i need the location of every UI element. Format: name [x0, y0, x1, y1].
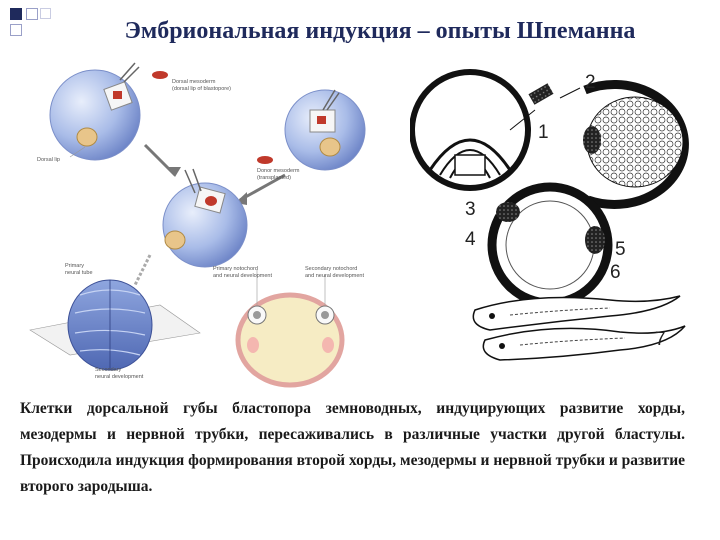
embryo-recipient-2 [162, 168, 248, 268]
figure-number-1: 1 [538, 122, 549, 143]
figure-number-3: 3 [465, 199, 476, 220]
label-secondary-notochord: Secondary notochord [305, 266, 357, 272]
label-neural-tube: neural tube [65, 270, 93, 276]
double-embryo [29, 279, 201, 371]
label-primary: Primary [65, 263, 84, 269]
tadpoles-drawing [472, 295, 686, 361]
label-neural-development: neural development [95, 374, 144, 380]
figure-number-7: 7 [655, 329, 666, 350]
graft-piece [528, 83, 554, 105]
embryo-recipient-1 [284, 89, 366, 171]
corner-square-1 [10, 8, 22, 20]
label-primary-notochord: Primary notochord [213, 266, 258, 272]
label-dorsal-mesoderm: Dorsal mesoderm [172, 79, 216, 85]
label-donor-mesoderm: Donor mesoderm [257, 168, 300, 174]
cross-section [235, 292, 345, 388]
label-transplanted: (transplanted) [257, 175, 291, 181]
label-dorsal-lip: Dorsal lip [37, 157, 60, 163]
spemann-drawings: 1 2 3 4 5 6 7 [410, 69, 689, 361]
ring-section-drawing [487, 182, 613, 308]
label-secondary: Secondary [95, 367, 122, 373]
cellular-embryo-drawing [583, 79, 689, 209]
figure-number-6: 6 [610, 262, 621, 283]
label-secondary-neural: and neural development [305, 273, 364, 279]
corner-square-4 [40, 8, 51, 19]
page-title: Эмбриональная индукция – опыты Шпеманна [124, 18, 636, 44]
excised-tissue-1 [152, 71, 168, 79]
figure-number-4: 4 [465, 229, 476, 250]
gastrula-drawing [410, 69, 531, 191]
caption-text: Клетки дорсальной губы бластопора земнов… [20, 400, 686, 495]
figure-number-2: 2 [585, 72, 596, 93]
label-dorsal-lip-blastopore: (dorsal lip of blastopore) [172, 86, 231, 92]
figure-number-5: 5 [615, 239, 626, 260]
corner-square-2 [26, 8, 38, 20]
label-primary-neural: and neural development [213, 273, 272, 279]
transplant-illustration: Dorsal mesoderm (dorsal lip of blastopor… [29, 62, 366, 388]
excised-tissue-2 [257, 156, 273, 164]
corner-square-3 [10, 24, 22, 36]
embryo-donor [49, 62, 141, 161]
